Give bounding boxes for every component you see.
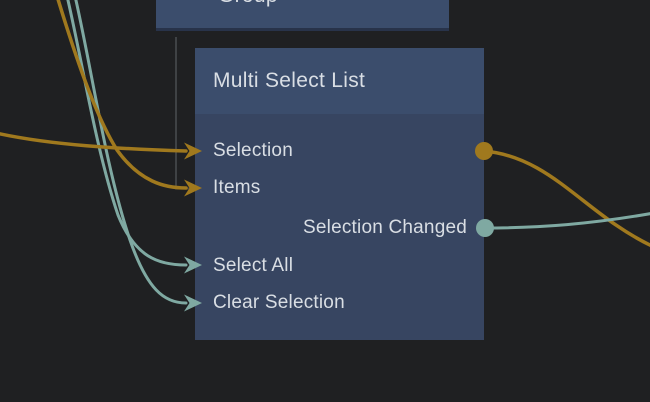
node-group[interactable]: Group: [156, 0, 449, 31]
port-label-select-all: Select All: [213, 255, 294, 276]
port-label-clear-selection: Clear Selection: [213, 292, 345, 313]
node-multi-select-list[interactable]: Multi Select List Selection Items Select…: [195, 48, 484, 340]
port-label-items: Items: [213, 177, 261, 198]
wire-clear-selection-input[interactable]: [74, 0, 188, 305]
port-label-selection-changed: Selection Changed: [303, 217, 467, 238]
multi-select-list-title: Multi Select List: [213, 69, 366, 92]
port-label-selection: Selection: [213, 140, 293, 161]
wire-selection-input[interactable]: [0, 132, 188, 153]
wire-selection-changed-output[interactable]: [483, 212, 650, 230]
wire-selection-output[interactable]: [482, 149, 650, 247]
multi-select-list-header[interactable]: Multi Select List: [195, 48, 484, 114]
wire-select-all-input[interactable]: [66, 0, 188, 267]
group-node-title: Group: [218, 0, 278, 10]
wire-group-to-items[interactable]: [175, 37, 193, 190]
